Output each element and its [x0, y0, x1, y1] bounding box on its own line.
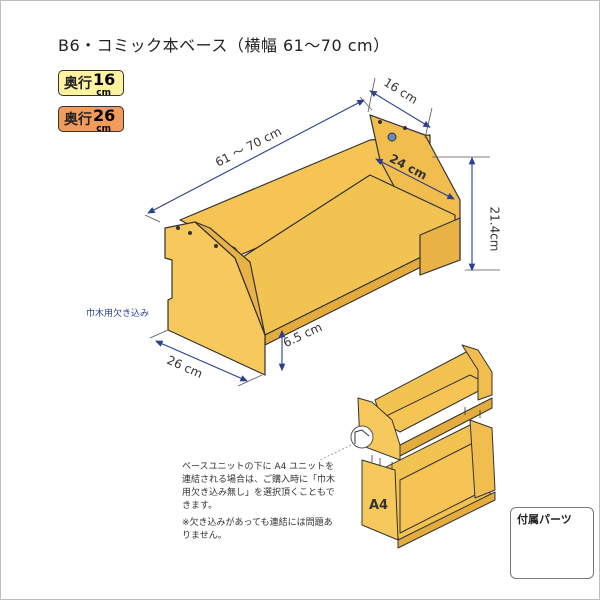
lower-unit-front-rail	[397, 491, 496, 549]
width-dim-line	[147, 99, 365, 214]
product-title: B6・コミック本ベース（横幅 61～70 cm）	[58, 36, 390, 55]
depth-badge-number: 26	[93, 105, 116, 125]
assembly-illustration	[357, 344, 496, 549]
depth-badge-unit: cm	[96, 123, 111, 134]
depth-badge-label: 奥行	[64, 76, 92, 92]
depth-16-badge: 奥行 16 cm	[58, 69, 124, 98]
caution-note: ※欠き込みがあっても連結には問題あ りません。	[182, 518, 333, 541]
dimension-lines	[144, 77, 500, 387]
notch-callout	[319, 425, 374, 461]
depth26-dim-line	[154, 340, 249, 382]
connection-note: ベースユニットの下に A4 ユニットを 連結される場合は、ご購入時に「巾木 用欠…	[182, 462, 336, 511]
lower-unit-right-side	[469, 419, 496, 499]
upper-unit-front	[399, 397, 493, 457]
notch-zoom-circle	[350, 425, 374, 449]
included-parts-box: 付属パーツ	[510, 507, 594, 579]
notch-label: 巾木用欠き込み	[86, 309, 150, 319]
depth24-dim-line	[375, 158, 455, 200]
parts-title: 付属パーツ	[517, 513, 572, 526]
left-side-edge	[194, 221, 266, 336]
height-dimension-label: 21.4cm	[487, 206, 502, 252]
connector-dowels	[371, 407, 481, 470]
depth16-dim-line	[369, 90, 431, 128]
depth-badge-label: 奥行	[64, 112, 92, 128]
depth-26-badge: 奥行 26 cm	[58, 105, 124, 134]
upper-unit-right-side	[461, 344, 493, 401]
depth-badge-number: 16	[93, 69, 116, 89]
right-front-post	[419, 217, 461, 276]
depth-badge-unit: cm	[96, 87, 111, 98]
a4-unit-label: A4	[369, 498, 389, 513]
